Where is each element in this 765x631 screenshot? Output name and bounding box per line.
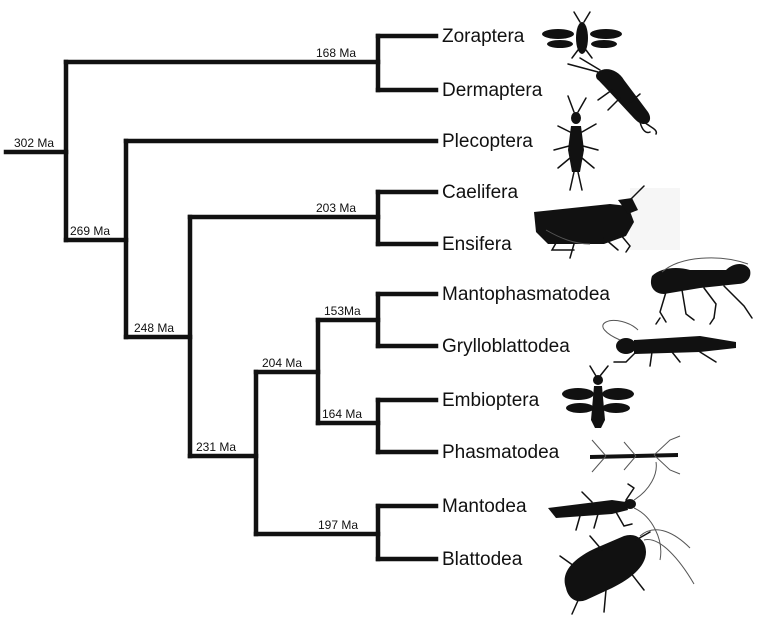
- stonefly-silhouette-icon: [553, 95, 599, 191]
- cockroach-silhouette-icon: [559, 529, 695, 615]
- taxon-plecoptera: Plecoptera: [442, 131, 533, 152]
- mantis-silhouette-icon: [548, 461, 662, 561]
- node-age-153: 153Ma: [324, 304, 361, 318]
- earwig-silhouette-icon: [567, 57, 658, 135]
- node-age-164: 164 Ma: [322, 407, 362, 421]
- node-age-248: 248 Ma: [134, 321, 174, 335]
- taxon-grylloblattodea: Grylloblattodea: [442, 336, 570, 357]
- taxon-mantodea: Mantodea: [442, 496, 527, 517]
- node-age-203: 203 Ma: [316, 201, 356, 215]
- node-age-269: 269 Ma: [70, 224, 110, 238]
- taxon-dermaptera: Dermaptera: [442, 80, 543, 101]
- tree-branches: [3, 33, 439, 562]
- node-age-labels: 302 Ma 168 Ma 269 Ma 203 Ma 248 Ma 153Ma…: [14, 46, 362, 532]
- webspinner-silhouette-icon: [562, 365, 634, 428]
- taxon-blattodea: Blattodea: [442, 549, 523, 570]
- taxon-labels: Zoraptera Dermaptera Plecoptera Caelifer…: [442, 26, 610, 570]
- zoraptera-silhouette-icon: [542, 11, 622, 59]
- stick-insect-silhouette-icon: [590, 435, 681, 475]
- node-age-197: 197 Ma: [318, 518, 358, 532]
- root-age-label: 302 Ma: [14, 136, 54, 150]
- taxon-phasmatodea: Phasmatodea: [442, 442, 560, 463]
- taxon-caelifera: Caelifera: [442, 182, 518, 203]
- taxon-mantophasmatodea: Mantophasmatodea: [442, 284, 610, 305]
- silhouette-background: [630, 188, 680, 250]
- grasshopper-silhouette-icon: [534, 185, 645, 259]
- node-age-231: 231 Ma: [196, 440, 236, 454]
- taxon-zoraptera: Zoraptera: [442, 26, 525, 47]
- node-age-204: 204 Ma: [262, 356, 302, 370]
- ice-crawler-silhouette-icon: [602, 319, 736, 367]
- taxon-ensifera: Ensifera: [442, 234, 512, 255]
- taxon-embioptera: Embioptera: [442, 390, 540, 411]
- heel-walker-silhouette-icon: [650, 257, 753, 325]
- node-age-168: 168 Ma: [316, 46, 356, 60]
